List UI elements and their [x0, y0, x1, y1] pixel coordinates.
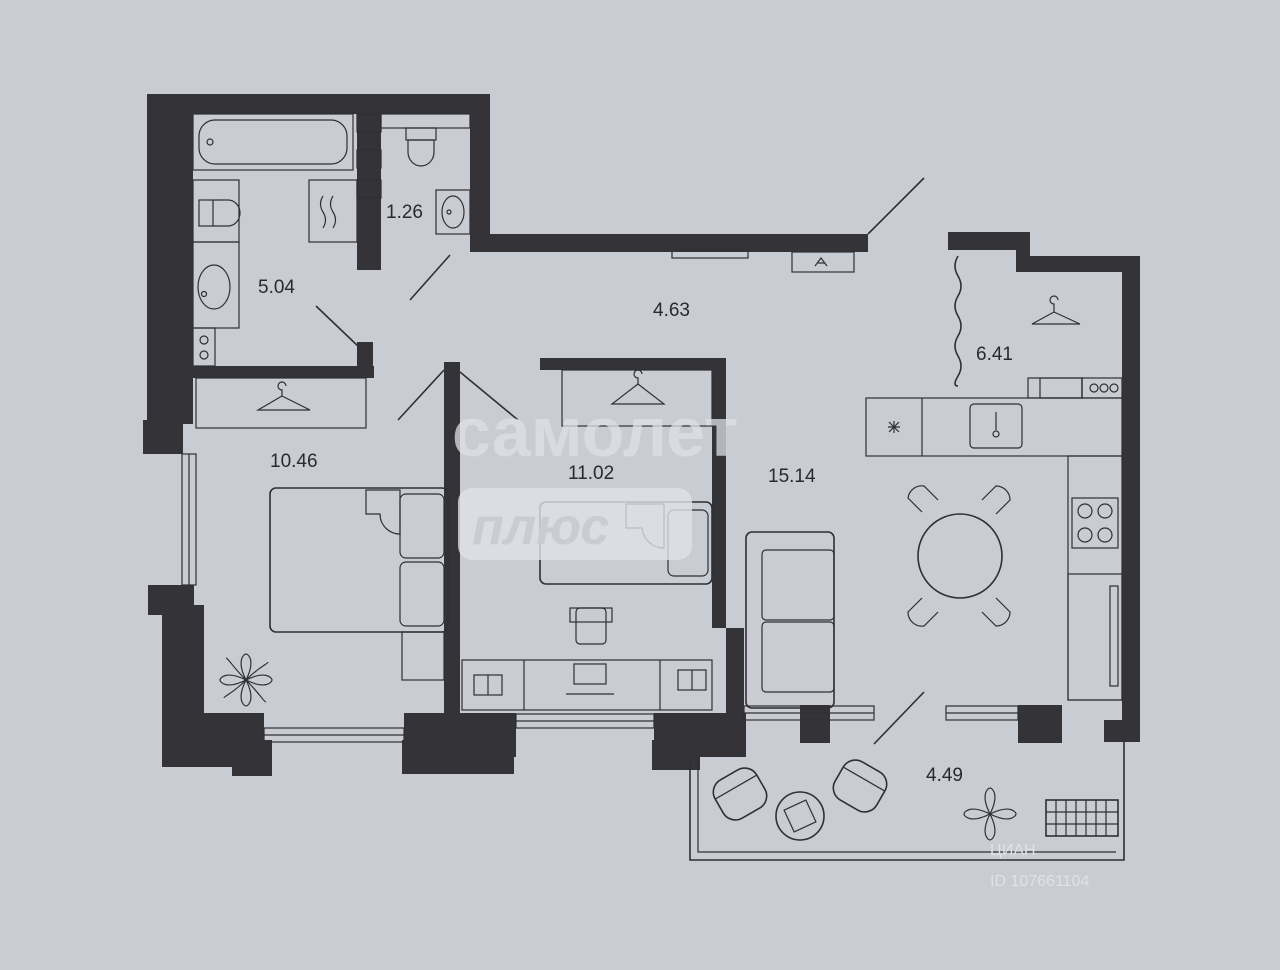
wardrobe-fixtures — [1027, 295, 1123, 399]
walls — [143, 94, 1140, 776]
watermark-sub-box — [458, 488, 692, 560]
area-label-wardrobe: 6.41 — [976, 344, 1013, 365]
windows — [181, 249, 1019, 743]
living-furniture — [745, 531, 835, 709]
listing-id-watermark: ID 107661104 — [990, 873, 1089, 890]
balcony — [689, 742, 1125, 861]
area-label-bathroom: 5.04 — [258, 277, 295, 298]
brand-watermark: самолет плюс — [452, 393, 738, 560]
listing-site-watermark: ЦИАН — [990, 842, 1036, 859]
area-label-toilet: 1.26 — [386, 202, 423, 223]
watermark-brand: самолет — [452, 393, 738, 471]
area-label-balcony: 4.49 — [926, 765, 963, 786]
area-label-hallway: 4.63 — [653, 300, 690, 321]
area-label-living-kitchen: 15.14 — [768, 466, 816, 487]
kitchen-furniture — [865, 397, 1123, 701]
bathroom-fixtures — [192, 113, 382, 367]
toilet-fixtures — [380, 113, 471, 235]
area-label-bedroom-middle: 11.02 — [568, 463, 614, 484]
door-swings — [315, 177, 962, 745]
area-label-bedroom-left: 10.46 — [270, 451, 318, 472]
watermark-brand-sub: плюс — [472, 498, 609, 556]
bedroom-left-furniture — [195, 377, 449, 707]
hallway-fixtures — [791, 251, 855, 273]
balcony-furniture — [712, 759, 1119, 841]
